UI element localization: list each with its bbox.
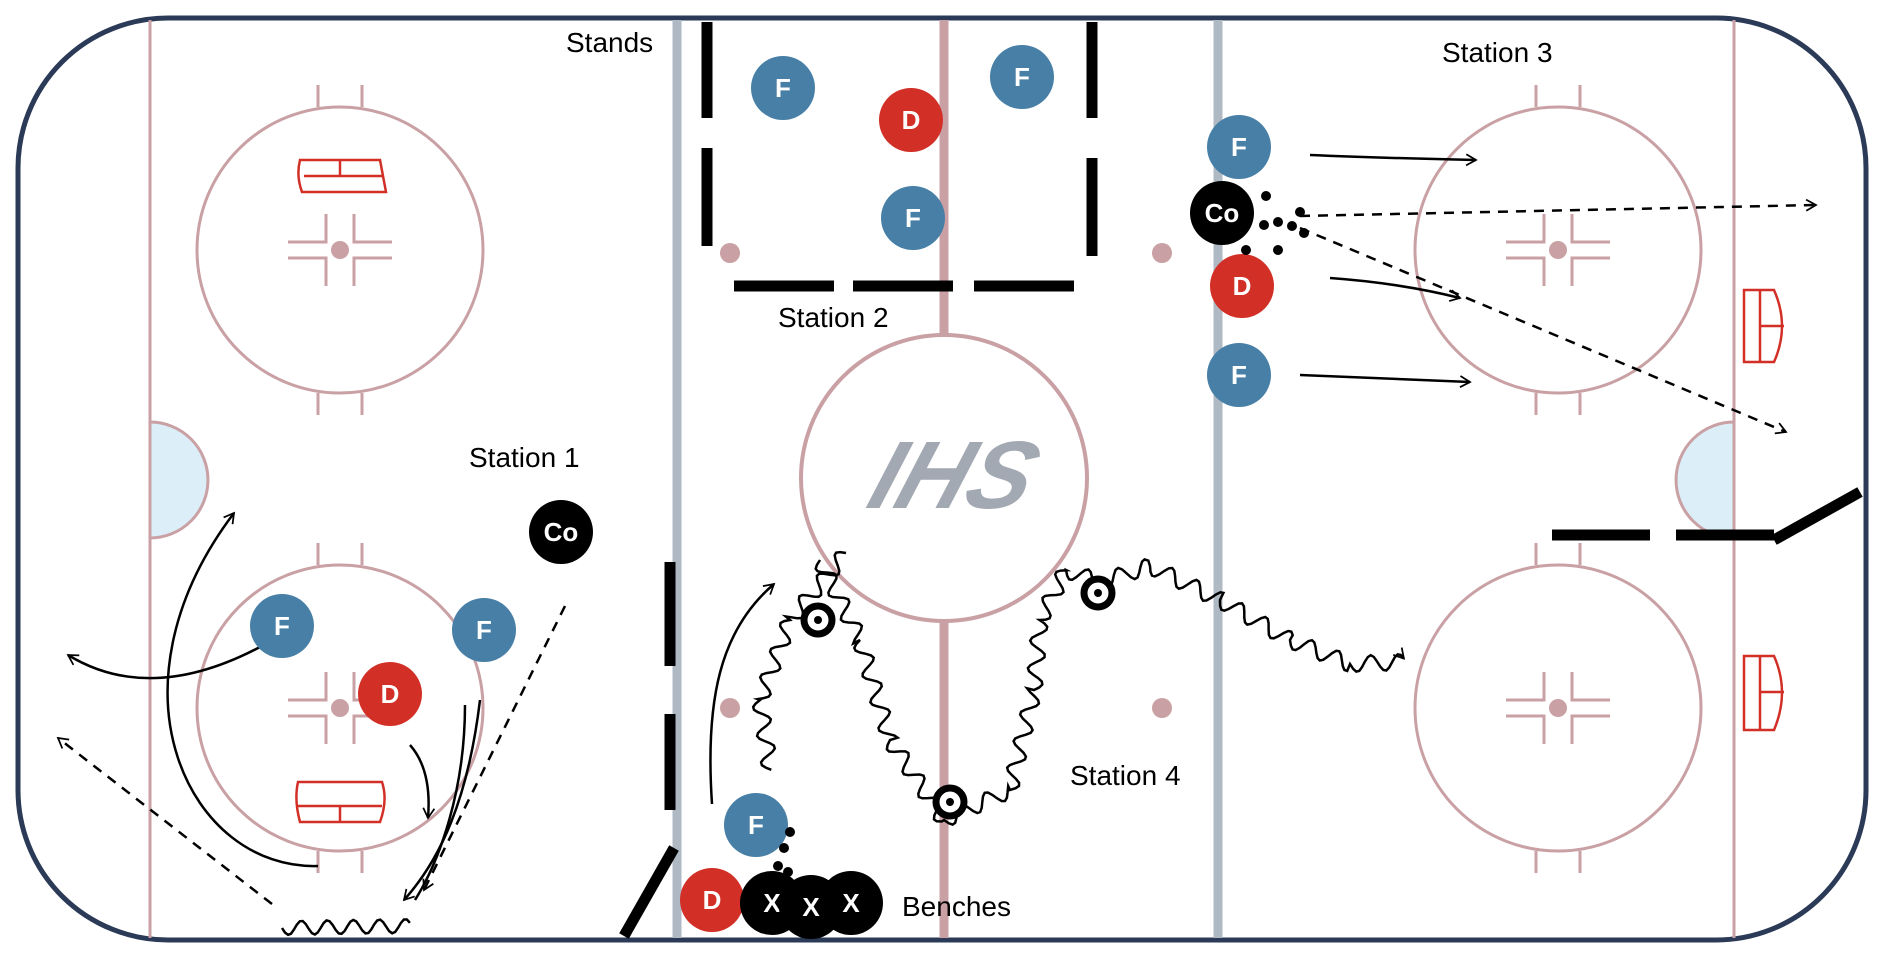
puck-dot: [773, 861, 783, 871]
skate-path: [166, 511, 319, 868]
svg-text:IHS: IHS: [857, 421, 1052, 528]
puck-dot: [783, 867, 793, 877]
defense-token: D: [1210, 254, 1274, 318]
skate-path: [1309, 153, 1478, 167]
skate-path: [402, 699, 482, 902]
faceoff-circle: [1413, 543, 1703, 873]
label-station-1: Station 1: [469, 442, 580, 473]
faceoff-dot: [720, 243, 740, 263]
skate-path: [709, 582, 776, 805]
faceoff-dot: [720, 698, 740, 718]
label-station-3: Station 3: [1442, 37, 1553, 68]
svg-text:D: D: [381, 679, 400, 709]
puck-dot: [789, 883, 799, 893]
puck-dot: [1299, 228, 1309, 238]
label-stands: Stands: [566, 27, 653, 58]
forward-token: F: [881, 186, 945, 250]
puck-dot: [1273, 245, 1283, 255]
forward-token: F: [1207, 115, 1271, 179]
svg-text:D: D: [1233, 271, 1252, 301]
svg-text:F: F: [274, 611, 290, 641]
puck-dot: [1259, 220, 1269, 230]
skate-path: [409, 744, 436, 820]
forward-token: F: [452, 598, 516, 662]
defense-token: D: [879, 88, 943, 152]
svg-text:F: F: [1231, 360, 1247, 390]
skate-path: [1329, 276, 1462, 302]
svg-text:Co: Co: [544, 517, 579, 547]
svg-text:D: D: [902, 105, 921, 135]
puck-dot: [1241, 245, 1251, 255]
label-benches: Benches: [902, 891, 1011, 922]
ihs-logo: IHS: [857, 421, 1052, 528]
svg-text:F: F: [905, 203, 921, 233]
goal-net-top-left: [297, 158, 388, 194]
puck-dot: [1287, 221, 1297, 231]
cone-marker: [800, 602, 836, 638]
cone-marker: [932, 784, 968, 820]
svg-text:X: X: [802, 892, 820, 922]
forward-token: F: [724, 793, 788, 857]
svg-text:X: X: [763, 888, 781, 918]
goal-net-right-upper: [1742, 288, 1784, 364]
rink-markings: [148, 20, 1736, 938]
cone-marker: [1080, 575, 1116, 611]
forward-token: F: [1207, 343, 1271, 407]
label-station-4: Station 4: [1070, 760, 1181, 791]
svg-text:F: F: [1231, 132, 1247, 162]
forward-token: F: [250, 594, 314, 658]
puck-carry-path: [280, 918, 411, 937]
faceoff-circle: [195, 85, 485, 415]
skate-path: [66, 645, 261, 680]
puck-dot: [1273, 217, 1283, 227]
puck-dot: [779, 843, 789, 853]
extra-token: X: [819, 871, 883, 935]
pass-path: [56, 736, 273, 905]
forward-token: F: [990, 45, 1054, 109]
goal-net-bottom-left: [295, 780, 386, 824]
puck-dot: [1295, 207, 1305, 217]
faceoff-dot: [1152, 243, 1172, 263]
svg-text:X: X: [842, 888, 860, 918]
defense-token: D: [358, 662, 422, 726]
puck-dot: [785, 827, 795, 837]
svg-text:F: F: [1014, 62, 1030, 92]
faceoff-circles: [195, 85, 1703, 873]
crease-left: [148, 420, 210, 540]
faceoff-circle: [1413, 85, 1703, 415]
puck-dot: [775, 879, 785, 889]
puck-dot: [1261, 191, 1271, 201]
svg-text:D: D: [703, 885, 722, 915]
faceoff-circle: [195, 543, 485, 873]
svg-text:F: F: [775, 73, 791, 103]
faceoff-dot: [1152, 698, 1172, 718]
puck-carry-path: [1099, 557, 1406, 673]
pass-path: [1299, 226, 1788, 435]
label-station-2: Station 2: [778, 302, 889, 333]
defense-token: D: [680, 868, 744, 932]
svg-text:F: F: [476, 615, 492, 645]
coach-token: Co: [529, 500, 593, 564]
puck-carry-path: [751, 550, 847, 771]
cone-markers: [800, 575, 1116, 820]
puck-dots: [773, 191, 1309, 893]
forward-token: F: [751, 56, 815, 120]
svg-text:F: F: [748, 810, 764, 840]
goal-net-right-lower: [1742, 654, 1784, 732]
skate-path: [1299, 373, 1472, 388]
svg-text:Co: Co: [1205, 198, 1240, 228]
center-circle: [799, 333, 1089, 623]
station-barriers: [619, 22, 1863, 939]
drill-paths: [56, 153, 1818, 905]
pass-path: [1299, 198, 1818, 218]
coach-token: Co: [1190, 181, 1254, 245]
